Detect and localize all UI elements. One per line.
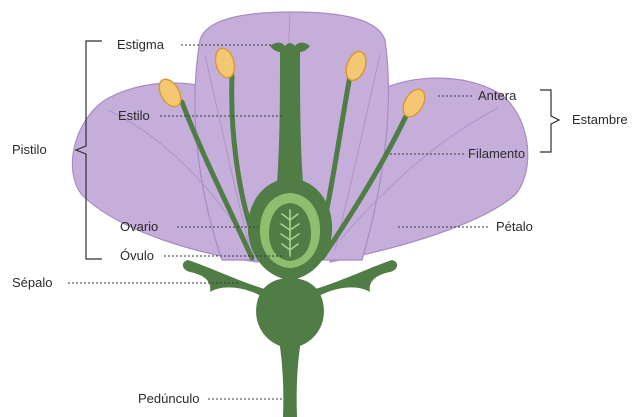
label-estigma: Estigma xyxy=(117,37,164,53)
style xyxy=(276,52,304,196)
label-sepalo: Sépalo xyxy=(12,275,52,291)
peduncle xyxy=(279,340,301,417)
estambre-bracket xyxy=(540,90,559,152)
label-estambre: Estambre xyxy=(572,112,628,128)
label-petalo: Pétalo xyxy=(496,219,533,235)
label-estilo: Estilo xyxy=(118,108,150,124)
receptacle xyxy=(256,278,324,348)
sepal-left xyxy=(183,260,268,300)
sepal-right xyxy=(312,260,397,300)
label-pedunculo: Pedúnculo xyxy=(138,391,199,407)
label-filamento: Filamento xyxy=(468,146,525,162)
label-ovario: Ovario xyxy=(120,219,158,235)
label-antera: Antera xyxy=(478,88,516,104)
label-ovulo: Óvulo xyxy=(120,248,154,264)
label-pistilo: Pistilo xyxy=(12,142,47,158)
